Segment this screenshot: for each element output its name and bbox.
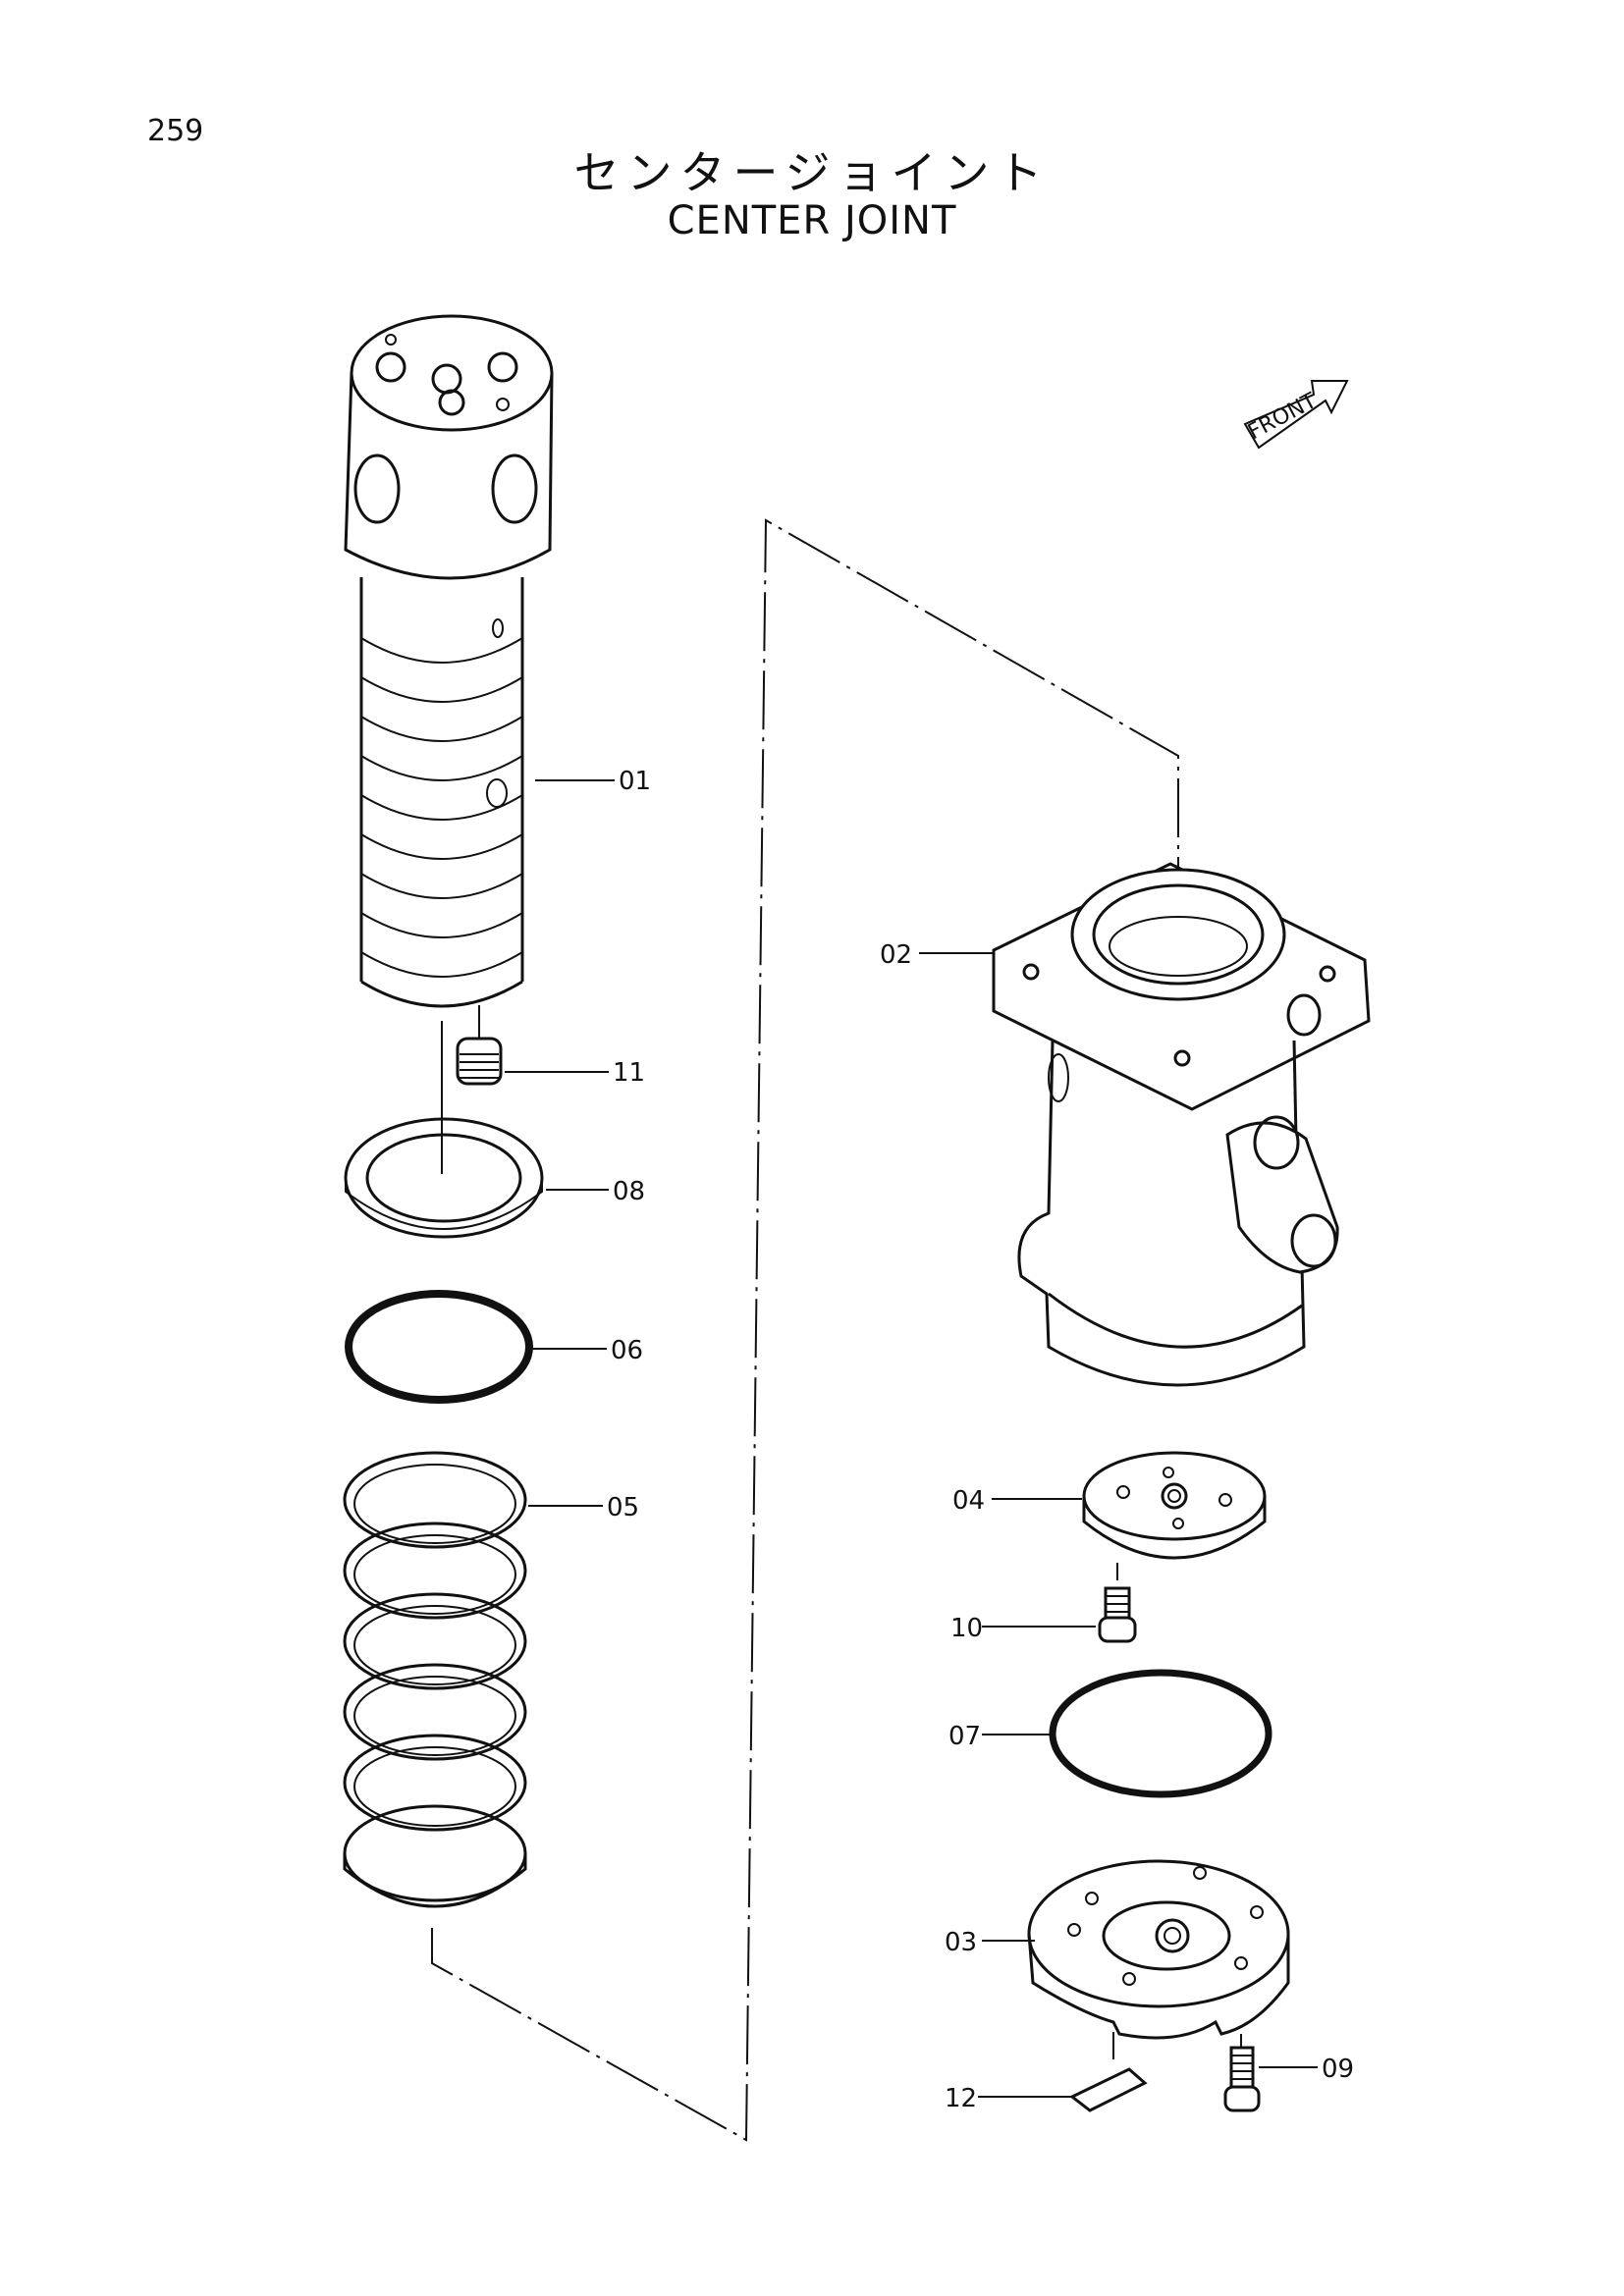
front-label: FRONT [1244, 389, 1322, 446]
part-03-cover [1027, 1859, 1290, 2040]
callout-06: 06 [611, 1336, 643, 1365]
part-10-bolt [1098, 1586, 1137, 1643]
callout-07: 07 [948, 1722, 981, 1751]
page-number: 259 [147, 114, 204, 148]
part-09-bolt [1223, 2046, 1261, 2112]
part-07-o-ring [1049, 1669, 1272, 1798]
part-01-spindle [344, 314, 554, 1008]
part-08-ring [344, 1117, 544, 1239]
title-japanese: センタージョイント [573, 146, 1051, 199]
callout-03: 03 [945, 1928, 977, 1957]
part-12-plate [1069, 2067, 1148, 2112]
callout-12: 12 [945, 2084, 977, 2113]
callout-10: 10 [950, 1614, 983, 1643]
callout-02: 02 [880, 940, 912, 970]
front-arrow-marker: FRONT [1243, 380, 1349, 450]
callout-04: 04 [952, 1486, 985, 1516]
callout-08: 08 [613, 1177, 645, 1206]
callout-05: 05 [607, 1493, 639, 1522]
part-11-plug [456, 1037, 503, 1086]
callout-09: 09 [1322, 2055, 1354, 2084]
part-02-body [992, 862, 1371, 1387]
part-04-plate [1082, 1451, 1267, 1560]
callout-11: 11 [613, 1058, 645, 1088]
part-05-seal-set [343, 1451, 527, 1908]
title-english: CENTER JOINT [667, 198, 957, 243]
spindle-grooves [360, 637, 523, 978]
part-06-o-ring [345, 1290, 533, 1404]
callout-01: 01 [619, 767, 651, 796]
